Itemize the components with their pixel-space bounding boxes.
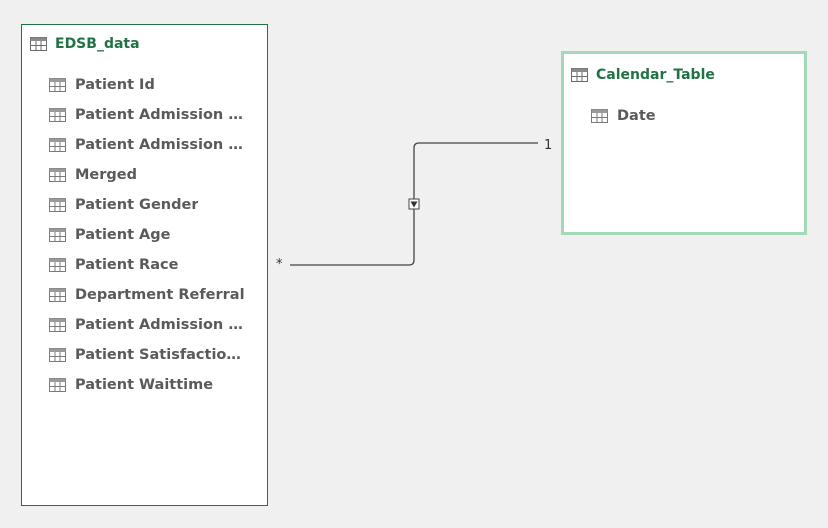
field-item[interactable]: Patient Race	[49, 250, 259, 280]
field-item[interactable]: Department Referral	[49, 280, 259, 310]
field-item[interactable]: Patient Gender	[49, 190, 259, 220]
table-calendar[interactable]: Calendar_Table Date	[561, 51, 807, 235]
column-icon	[49, 198, 66, 212]
field-item[interactable]: Patient Id	[49, 70, 259, 100]
table-header[interactable]: EDSB_data	[30, 34, 140, 54]
table-title: EDSB_data	[55, 36, 140, 52]
field-item[interactable]: Patient Admission Ti...	[49, 130, 259, 160]
field-list: Date	[591, 101, 791, 131]
column-icon	[49, 318, 66, 332]
column-icon	[49, 258, 66, 272]
table-title: Calendar_Table	[596, 67, 715, 83]
column-icon	[49, 78, 66, 92]
cardinality-one: 1	[544, 138, 553, 153]
cardinality-many: *	[276, 257, 283, 272]
table-header[interactable]: Calendar_Table	[571, 65, 715, 85]
column-icon	[49, 378, 66, 392]
column-icon	[49, 288, 66, 302]
field-item[interactable]: Patient Age	[49, 220, 259, 250]
column-icon	[49, 168, 66, 182]
field-item[interactable]: Patient Satisfaction S...	[49, 340, 259, 370]
field-item[interactable]: Merged	[49, 160, 259, 190]
column-icon	[49, 138, 66, 152]
table-icon	[30, 37, 47, 51]
table-icon	[571, 68, 588, 82]
filter-direction-icon	[408, 198, 420, 210]
field-item[interactable]: Patient Waittime	[49, 370, 259, 400]
field-item[interactable]: Patient Admission Da...	[49, 100, 259, 130]
field-list: Patient Id Patient Admission Da... Patie…	[49, 70, 259, 400]
column-icon	[49, 108, 66, 122]
column-icon	[591, 109, 608, 123]
field-item[interactable]: Date	[591, 101, 791, 131]
column-icon	[49, 348, 66, 362]
column-icon	[49, 228, 66, 242]
field-item[interactable]: Patient Admission Flag	[49, 310, 259, 340]
table-edsb-data[interactable]: EDSB_data Patient Id Patient Admission D…	[21, 24, 268, 506]
